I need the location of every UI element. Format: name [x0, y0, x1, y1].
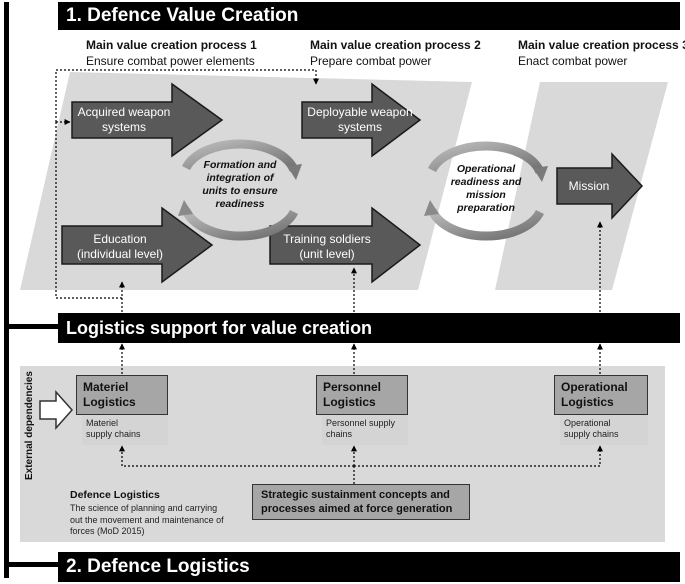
- acquired-line-2: systems: [101, 120, 146, 134]
- materiel-logistics-head: Materiel Logistics: [76, 375, 168, 415]
- logistics-support-bar: Logistics support for value creation: [58, 313, 680, 343]
- operational-line-1: Operational: [456, 163, 516, 175]
- value-creation-title: 1. Defence Value Creation: [66, 5, 299, 26]
- deployable-weapon-label: Deployable weapon systems: [300, 105, 420, 135]
- operational-cycle-bottom: [427, 208, 545, 241]
- acquired-line-1: Acquired weapon: [77, 105, 171, 119]
- defence-logistics-bar: 2. Defence Logistics: [58, 552, 680, 582]
- materiel-head-line-1: Materiel: [83, 380, 129, 394]
- mission-label: Mission: [557, 179, 621, 194]
- process-1-title: Main value creation process 1: [86, 38, 257, 52]
- value-creation-bar: 1. Defence Value Creation: [58, 2, 680, 30]
- materiel-body-line-1: Materiel: [86, 418, 119, 428]
- personnel-logistics-body: Personnel supply chains: [322, 415, 408, 445]
- process-2-subtitle: Prepare combat power: [310, 54, 432, 68]
- defence-logistics-title: 2. Defence Logistics: [66, 556, 250, 577]
- operational-line-2: readiness and: [450, 176, 522, 188]
- materiel-head-line-2: Logistics: [83, 395, 136, 409]
- formation-cycle-bottom: [181, 208, 299, 241]
- definition-line-2: out the movement and maintenance of: [70, 514, 224, 525]
- personnel-body-line-1: Personnel supply: [326, 418, 396, 428]
- left-frame-line: [4, 2, 9, 578]
- operational-body-line-2: supply chains: [564, 429, 619, 439]
- materiel-logistics-body: Materiel supply chains: [82, 415, 168, 445]
- external-dependencies-arrow: [39, 390, 74, 430]
- operational-cycle-bottom-head: [424, 200, 439, 216]
- defence-logistics-definition-text: The science of planning and carrying out…: [70, 503, 250, 538]
- training-line-2: (unit level): [299, 247, 355, 261]
- process-3-title: Main value creation process 3: [518, 38, 685, 52]
- operational-cycle-label: Operational readiness and mission prepar…: [438, 163, 534, 215]
- operational-cycle-top: [427, 141, 545, 174]
- acquired-weapon-label: Acquired weapon systems: [74, 105, 174, 135]
- personnel-body-line-2: chains: [326, 429, 353, 439]
- personnel-logistics-box: Personnel Logistics Personnel supply cha…: [316, 375, 408, 445]
- training-line-1: Training soldiers: [283, 232, 371, 246]
- dotted-feedback-loop-top: [55, 69, 319, 122]
- external-dependencies-label: External dependencies: [24, 371, 35, 480]
- process-1-subtitle: Ensure combat power elements: [86, 54, 255, 68]
- formation-line-3: units to ensure: [202, 185, 278, 197]
- training-soldiers-label: Training soldiers (unit level): [272, 232, 382, 262]
- operational-head-line-2: Logistics: [561, 395, 614, 409]
- deployable-line-1: Deployable weapon: [307, 105, 413, 119]
- operational-head-line-1: Operational: [561, 380, 628, 394]
- education-label: Education (individual level): [64, 232, 176, 262]
- bottom-connector: [4, 562, 60, 567]
- operational-logistics-head: Operational Logistics: [554, 375, 648, 415]
- dotted-to-operational: [354, 445, 603, 467]
- operational-line-4: preparation: [457, 202, 515, 214]
- materiel-body-line-2: supply chains: [86, 429, 141, 439]
- operational-line-3: mission: [466, 189, 506, 201]
- process-3-subtitle: Enact combat power: [518, 54, 628, 68]
- formation-cycle-label: Formation and integration of units to en…: [192, 159, 288, 211]
- personnel-head-line-2: Logistics: [323, 395, 376, 409]
- operational-cycle-top-head: [533, 166, 548, 182]
- education-line-1: Education: [93, 232, 147, 246]
- definition-line-3: forces (MoD 2015): [70, 526, 145, 536]
- dotted-left-loop: [55, 122, 122, 299]
- formation-cycle-top-head: [287, 164, 302, 180]
- logistics-connector: [4, 324, 60, 329]
- operational-logistics-body: Operational supply chains: [560, 415, 648, 445]
- process-2-title: Main value creation process 2: [310, 38, 481, 52]
- formation-cycle-top: [181, 139, 299, 172]
- formation-line-2: integration of: [206, 172, 274, 184]
- logistics-support-title: Logistics support for value creation: [66, 318, 373, 338]
- deployable-weapon-arrow: [301, 82, 422, 158]
- education-arrow: [61, 206, 214, 284]
- mission-arrow: [556, 152, 644, 220]
- personnel-logistics-head: Personnel Logistics: [316, 375, 408, 415]
- defence-logistics-definition-title: Defence Logistics: [70, 489, 160, 501]
- strategic-line-2: processes aimed at force generation: [261, 503, 453, 515]
- training-soldiers-arrow: [269, 206, 422, 284]
- deployable-line-2: systems: [337, 120, 382, 134]
- formation-line-1: Formation and: [203, 159, 277, 171]
- materiel-logistics-box: Materiel Logistics Materiel supply chain…: [76, 375, 168, 445]
- formation-cycle-bottom-head: [178, 200, 193, 216]
- formation-line-4: readiness: [215, 198, 265, 210]
- operational-body-line-1: Operational: [564, 418, 611, 428]
- operational-logistics-box: Operational Logistics Operational supply…: [554, 375, 648, 445]
- personnel-head-line-1: Personnel: [323, 380, 382, 394]
- strategic-sustainment-box: Strategic sustainment concepts and proce…: [252, 484, 470, 520]
- dotted-to-materiel: [119, 445, 354, 467]
- strategic-line-1: Strategic sustainment concepts and: [261, 489, 450, 501]
- education-line-2: (individual level): [76, 247, 164, 261]
- mission-line-1: Mission: [568, 179, 610, 193]
- definition-line-1: The science of planning and carrying: [70, 503, 218, 513]
- acquired-weapon-arrow: [71, 82, 224, 158]
